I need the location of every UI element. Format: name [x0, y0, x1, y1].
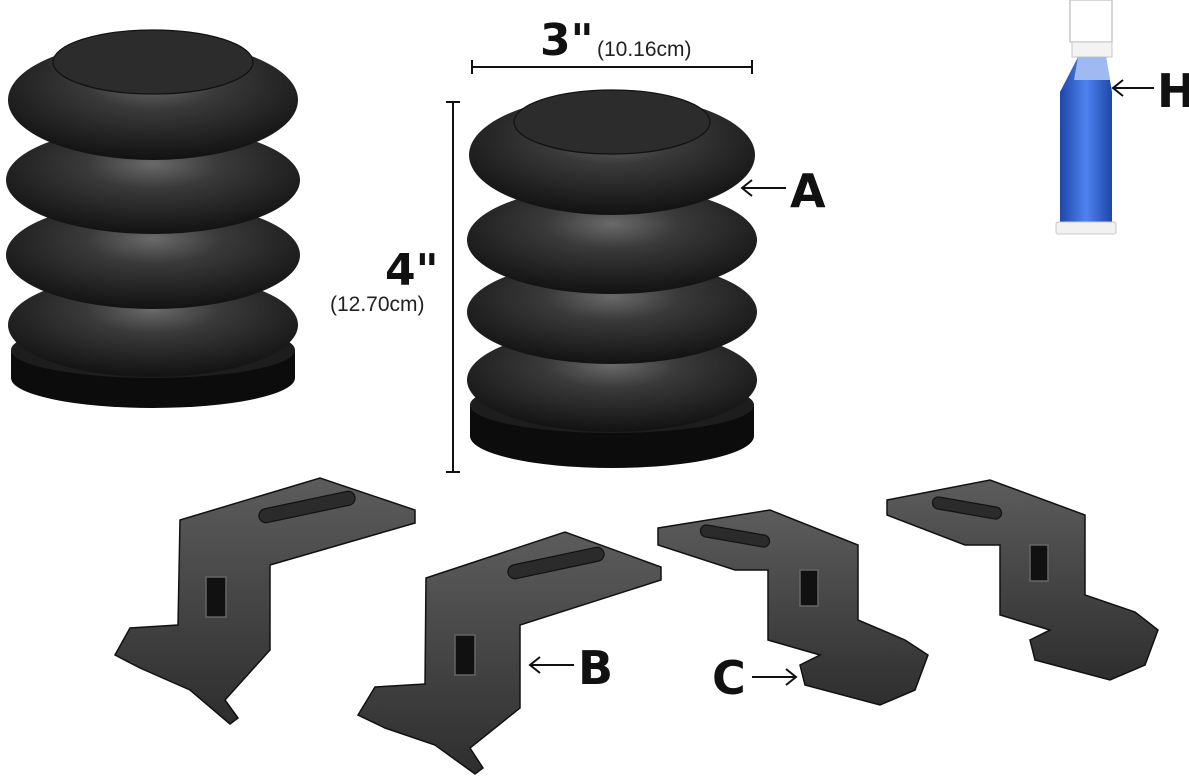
height-dimension: 4" (12.70cm) [330, 101, 460, 473]
callout-h-label: H [1157, 64, 1189, 118]
callout-a-label: A [790, 164, 826, 218]
bumper-right [467, 89, 757, 468]
bracket-1 [113, 477, 416, 725]
width-dimension: 3" (10.16cm) [471, 15, 753, 74]
bracket-4 [886, 479, 1159, 681]
width-metric: (10.16cm) [597, 38, 692, 61]
callout-c-label: C [712, 651, 746, 705]
bracket-2 [356, 531, 662, 775]
bumper-left [6, 29, 300, 408]
callout-b: B [528, 641, 613, 695]
height-metric: (12.70cm) [330, 293, 425, 316]
callout-h: H [1111, 64, 1189, 118]
callout-b-label: B [578, 641, 613, 695]
height-label: 4" [385, 245, 439, 296]
width-label: 3" [540, 15, 594, 66]
callout-c: C [712, 651, 798, 705]
callout-a: A [740, 164, 826, 218]
tube [1055, 0, 1117, 235]
bracket-3 [657, 509, 929, 706]
